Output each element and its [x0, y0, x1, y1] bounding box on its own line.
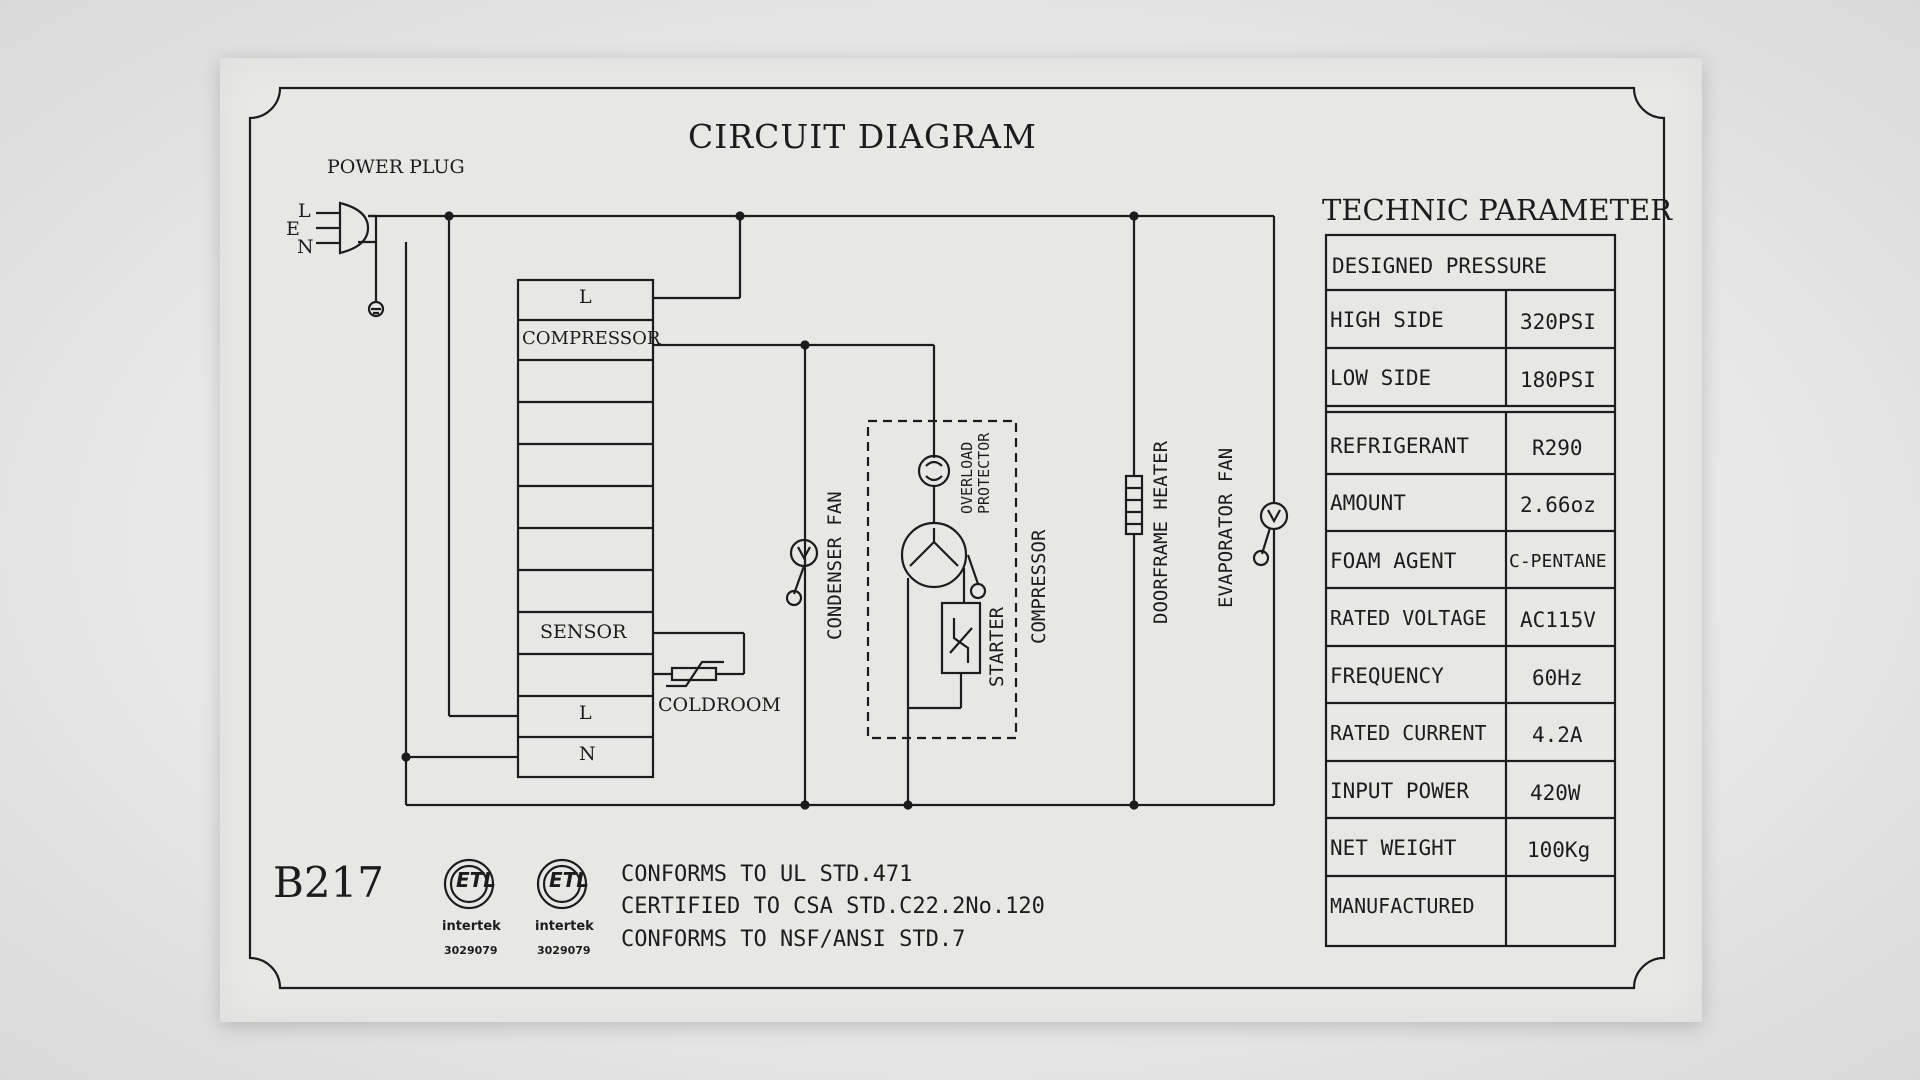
power-plug-label: POWER PLUG	[327, 156, 465, 178]
high-side-label: HIGH SIDE	[1330, 308, 1444, 332]
plug-pin-e: E	[286, 218, 300, 240]
technic-parameter-table	[1324, 233, 1617, 948]
net-weight-label: NET WEIGHT	[1330, 836, 1457, 860]
starter-icon	[940, 601, 982, 675]
input-power-value: 420W	[1530, 781, 1581, 805]
designed-pressure-label: DESIGNED PRESSURE	[1332, 254, 1547, 278]
etl-logo-brand: intertek	[442, 919, 501, 934]
controller-block	[516, 278, 655, 779]
plug-pin-l: L	[298, 200, 311, 222]
diagram-title: CIRCUIT DIAGRAM	[688, 117, 1037, 156]
net-weight-value: 100Kg	[1527, 838, 1591, 862]
foam-agent-value: C-PENTANE	[1509, 551, 1607, 572]
c-etl-us-logo-mark: ETL	[549, 868, 590, 892]
condenser-fan-icon	[785, 538, 819, 607]
plug-pin-n: N	[297, 236, 314, 258]
c-etl-us-logo-brand: intertek	[535, 919, 594, 934]
condenser-fan-label: CONDENSER FAN	[824, 491, 846, 640]
refrigerant-value: R290	[1532, 436, 1583, 460]
cert-line-ul: CONFORMS TO UL STD.471	[621, 862, 913, 887]
etl-logo-icon	[443, 858, 495, 910]
cert-line-csa: CERTIFIED TO CSA STD.C22.2No.120	[621, 894, 1045, 919]
power-plug-icon	[316, 201, 378, 255]
coldroom-sensor-icon	[666, 660, 724, 688]
foam-agent-label: FOAM AGENT	[1330, 549, 1457, 573]
frequency-label: FREQUENCY	[1330, 664, 1444, 688]
frequency-value: 60Hz	[1532, 666, 1583, 690]
input-power-label: INPUT POWER	[1330, 779, 1470, 803]
c-etl-us-logo-number: 3029079	[537, 944, 591, 957]
c-etl-us-logo-icon	[536, 858, 588, 910]
rated-current-label: RATED CURRENT	[1330, 721, 1487, 745]
controller-sensor-label: SENSOR	[540, 621, 627, 643]
amount-value: 2.66oz	[1520, 493, 1596, 517]
manufactured-label: MANUFACTURED	[1330, 894, 1475, 918]
rated-voltage-value: AC115V	[1520, 608, 1596, 632]
amount-label: AMOUNT	[1330, 491, 1406, 515]
starter-label: STARTER	[986, 606, 1008, 687]
compressor-box	[866, 419, 1018, 740]
ground-icon	[367, 246, 385, 318]
compressor-component-label: COMPRESSOR	[1028, 529, 1050, 644]
evaporator-fan-icon	[1252, 501, 1289, 567]
refrigerant-label: REFRIGERANT	[1330, 434, 1470, 458]
controller-l-label: L	[579, 286, 592, 308]
high-side-value: 320PSI	[1520, 310, 1596, 334]
rated-current-value: 4.2A	[1532, 723, 1583, 747]
technic-parameter-title: TECHNIC PARAMETER	[1322, 193, 1673, 227]
rated-voltage-label: RATED VOLTAGE	[1330, 606, 1487, 630]
label-plate: CIRCUIT DIAGRAM POWER PLUG L E N L COMPR…	[220, 58, 1702, 1022]
low-side-value: 180PSI	[1520, 368, 1596, 392]
model-number: B217	[273, 858, 385, 907]
etl-logo-number: 3029079	[444, 944, 498, 957]
doorframe-heater-label: DOORFRAME HEATER	[1150, 440, 1172, 624]
plate-border	[248, 86, 1666, 990]
overload-protector-icon	[917, 454, 951, 488]
controller-bottom-l-label: L	[579, 702, 592, 724]
evaporator-fan-label: EVAPORATOR FAN	[1215, 447, 1237, 608]
circuit-wiring	[248, 86, 1666, 990]
doorframe-heater-icon	[1124, 474, 1144, 536]
cert-line-nsf: CONFORMS TO NSF/ANSI STD.7	[621, 927, 966, 952]
controller-compressor-label: COMPRESSOR	[522, 328, 661, 349]
low-side-label: LOW SIDE	[1330, 366, 1432, 390]
etl-logo-mark: ETL	[456, 868, 497, 892]
coldroom-label: COLDROOM	[658, 694, 781, 716]
overload-protector-label: OVERLOAD PROTECTOR	[958, 432, 994, 514]
compressor-motor-icon	[900, 521, 968, 589]
controller-bottom-n-label: N	[579, 743, 596, 765]
